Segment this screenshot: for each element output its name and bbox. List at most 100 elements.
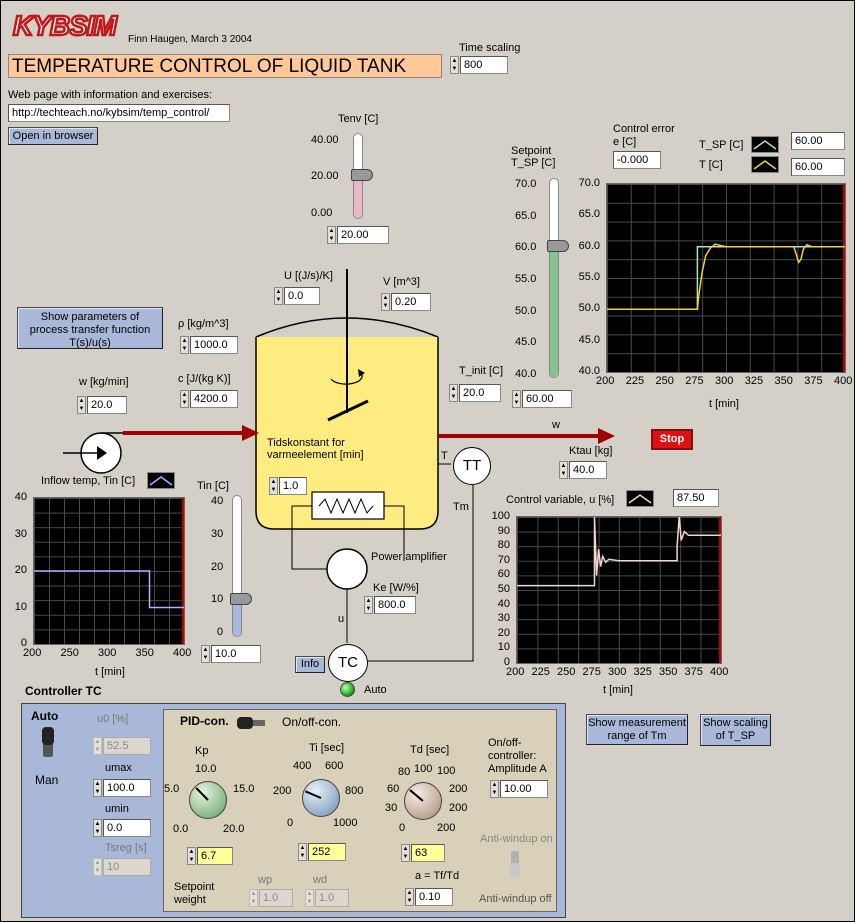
umax-stepper[interactable]: ▲▼ (93, 779, 102, 797)
tin-slider-thumb[interactable] (230, 593, 252, 605)
x-tick-label: 350 (135, 647, 154, 659)
U-input[interactable]: 0.0 (284, 287, 320, 305)
ti-tick: 0 (287, 817, 294, 829)
wp-stepper[interactable]: ▲▼ (249, 889, 258, 907)
w-input[interactable]: 20.0 (87, 396, 127, 414)
tin-stepper[interactable]: ▲▼ (201, 645, 210, 663)
setpoint-slider-thumb[interactable] (547, 240, 569, 252)
Tinit-stepper[interactable]: ▲▼ (449, 384, 458, 402)
info-button[interactable]: Info (295, 656, 325, 673)
web-url-field[interactable]: http://techteach.no/kybsim/temp_control/ (8, 104, 230, 122)
auto-man-toggle-switch[interactable] (41, 727, 55, 759)
x-tick-label: 325 (633, 666, 652, 678)
tsreg-input[interactable]: 10 (103, 858, 151, 876)
td-tick: 100 (437, 765, 456, 777)
ti-knob[interactable] (302, 779, 340, 817)
y-tick-label: 10 (14, 600, 27, 613)
tin-input[interactable]: 10.0 (211, 645, 261, 663)
umin-stepper[interactable]: ▲▼ (93, 819, 102, 837)
setpoint-slider-track[interactable] (549, 178, 559, 378)
time-scaling-stepper[interactable]: ▲▼ (450, 56, 459, 74)
tenv-stepper[interactable]: ▲▼ (327, 226, 336, 244)
V-label: V [m^3] (383, 276, 420, 288)
y-tick-label: 20 (497, 626, 510, 639)
x-tick-label: 350 (774, 375, 793, 387)
antiwindup-toggle[interactable] (509, 851, 521, 877)
tin-tick: 40 (211, 495, 224, 507)
tau-input[interactable]: 1.0 (279, 477, 307, 495)
show-tsp-scaling-button[interactable]: Show scaling of T_SP (700, 714, 771, 746)
w-stepper[interactable]: ▲▼ (77, 396, 86, 414)
rho-input[interactable]: 1000.0 (190, 336, 238, 354)
show-measurement-range-button[interactable]: Show measurement range of Tm (586, 714, 688, 745)
V-input[interactable]: 0.20 (391, 293, 431, 311)
time-scaling-input[interactable]: 800 (460, 56, 508, 74)
stirrer-blade (327, 399, 369, 422)
setpoint-tick: 65.0 (515, 210, 537, 222)
kp-knob[interactable] (189, 781, 227, 819)
td-stepper[interactable]: ▲▼ (401, 844, 410, 862)
wp-label: wp (258, 874, 273, 886)
wd-stepper[interactable]: ▲▼ (305, 889, 314, 907)
y-tick-label: 20 (14, 564, 27, 576)
c-stepper[interactable]: ▲▼ (180, 390, 189, 408)
knob-pointer (304, 790, 322, 799)
Ke-stepper[interactable]: ▲▼ (364, 596, 373, 614)
umin-input[interactable]: 0.0 (103, 819, 151, 837)
u-line-style-icon[interactable] (626, 490, 654, 507)
auto-man-label-auto: Auto (31, 709, 59, 723)
web-page-label: Web page with information and exercises: (8, 89, 213, 101)
t-line-style-icon[interactable] (751, 156, 779, 173)
amplitude-stepper[interactable]: ▲▼ (490, 780, 499, 798)
kp-tick: 20.0 (223, 823, 245, 835)
td-knob[interactable] (404, 782, 442, 820)
Tinit-input[interactable]: 20.0 (459, 384, 501, 402)
y-tick-label: 90 (497, 524, 510, 537)
stop-button[interactable]: Stop (651, 429, 693, 450)
tsp-line-style-icon[interactable] (751, 136, 779, 153)
tin-slider-track[interactable] (232, 495, 242, 637)
V-stepper[interactable]: ▲▼ (381, 293, 390, 311)
kp-stepper[interactable]: ▲▼ (187, 847, 196, 865)
temperature-transmitter-TT: TT (453, 447, 491, 485)
amplitude-input[interactable]: 10.00 (500, 780, 548, 798)
tenv-input[interactable]: 20.00 (337, 226, 389, 244)
pid-onoff-toggle[interactable] (237, 717, 269, 729)
a-stepper[interactable]: ▲▼ (405, 888, 414, 906)
Ktau-label: Ktau [kg] (569, 445, 613, 457)
ti-input[interactable]: 252 (308, 843, 346, 861)
inflow-line-style-icon[interactable] (147, 472, 175, 489)
U-stepper[interactable]: ▲▼ (274, 287, 283, 305)
wp-input[interactable]: 1.0 (259, 889, 293, 907)
Ktau-stepper[interactable]: ▲▼ (559, 461, 568, 479)
kp-tick: 5.0 (164, 783, 180, 795)
ti-stepper[interactable]: ▲▼ (298, 843, 307, 861)
kp-input[interactable]: 6.7 (197, 847, 233, 865)
setpoint-tick: 55.0 (515, 273, 537, 285)
x-tick-label: 275 (582, 666, 601, 678)
y-tick-label: 40.0 (578, 365, 600, 377)
u0-input[interactable]: 52.5 (103, 737, 151, 755)
tenv-slider-thumb[interactable] (351, 169, 373, 181)
umax-input[interactable]: 100.0 (103, 779, 151, 797)
Ktau-input[interactable]: 40.0 (569, 461, 607, 479)
setpoint-input[interactable]: 60.00 (522, 390, 572, 408)
c-input[interactable]: 4200.0 (190, 390, 238, 408)
show-process-params-button[interactable]: Show parameters of process transfer func… (17, 307, 163, 349)
setpoint-label: Setpoint T_SP [C] (511, 145, 557, 169)
setpoint-stepper[interactable]: ▲▼ (512, 390, 521, 408)
Ke-input[interactable]: 800.0 (374, 596, 416, 614)
ti-tick: 1000 (333, 817, 358, 829)
wd-input[interactable]: 1.0 (315, 889, 349, 907)
td-input[interactable]: 63 (411, 844, 445, 862)
tsreg-stepper[interactable]: ▲▼ (93, 858, 102, 876)
onoff-amplitude-label: On/off-controller: Amplitude A (488, 737, 547, 775)
rho-stepper[interactable]: ▲▼ (180, 336, 189, 354)
a-input[interactable]: 0.10 (415, 888, 453, 906)
x-tick-label: 375 (804, 375, 823, 387)
u0-stepper[interactable]: ▲▼ (93, 737, 102, 755)
inflow-temp-label: Inflow temp, Tin [C] (41, 475, 136, 487)
u-chart-xlabel: t [min] (603, 684, 633, 696)
open-in-browser-button[interactable]: Open in browser (8, 127, 98, 145)
tau-stepper[interactable]: ▲▼ (269, 477, 278, 495)
